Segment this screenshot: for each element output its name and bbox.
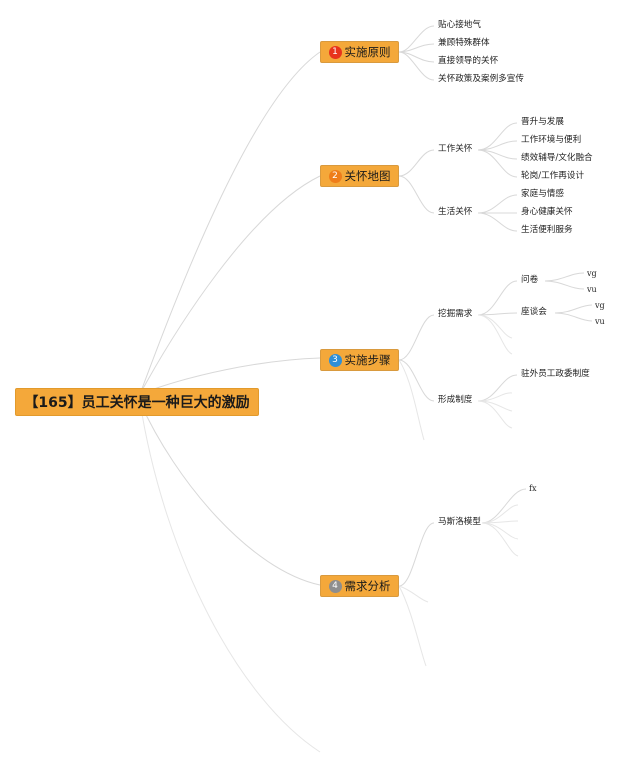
branch-implementation-principles[interactable]: 1 实施原则	[320, 41, 399, 63]
leaf-node[interactable]: 晋升与发展	[521, 117, 564, 127]
leaf-node[interactable]: 兼顾特殊群体	[438, 38, 490, 48]
leaf-node[interactable]: vu	[595, 317, 605, 326]
group-node[interactable]: 形成制度	[438, 395, 473, 405]
leaf-node[interactable]: vg	[587, 269, 597, 278]
group-node[interactable]: 生活关怀	[438, 207, 473, 217]
leaf-node[interactable]: 轮岗/工作再设计	[521, 171, 585, 181]
branch-label: 实施步骤	[344, 353, 391, 367]
leaf-node[interactable]: 家庭与情感	[521, 189, 564, 199]
number-badge-icon: 1	[328, 45, 342, 59]
leaf-node[interactable]: 工作环境与便利	[521, 135, 582, 145]
subgroup-node[interactable]: 问卷	[521, 275, 539, 285]
subgroup-node[interactable]: 座谈会	[521, 307, 547, 317]
leaf-node[interactable]: 关怀政策及案例多宣传	[438, 74, 524, 84]
leaf-node[interactable]: 贴心接地气	[438, 20, 481, 30]
branch-label: 需求分析	[344, 579, 391, 593]
root-topic[interactable]: 【165】员工关怀是一种巨大的激励	[15, 388, 259, 416]
leaf-node[interactable]: 驻外员工政委制度	[521, 369, 590, 379]
leaf-node[interactable]: fx	[529, 484, 537, 493]
branch-implementation-steps[interactable]: 3 实施步骤	[320, 349, 399, 371]
number-badge-icon: 3	[328, 353, 342, 367]
leaf-node[interactable]: 身心健康关怀	[521, 207, 573, 217]
root-topic-title: 【165】员工关怀是一种巨大的激励	[24, 395, 250, 411]
branch-label: 实施原则	[344, 45, 391, 59]
number-badge-icon: 2	[328, 169, 342, 183]
branch-label: 关怀地图	[344, 169, 391, 183]
group-node[interactable]: 挖掘需求	[438, 309, 473, 319]
leaf-node[interactable]: 生活便利服务	[521, 225, 573, 235]
branch-needs-analysis[interactable]: 4 需求分析	[320, 575, 399, 597]
leaf-node[interactable]: 绩效辅导/文化融合	[521, 153, 593, 163]
group-node[interactable]: 马斯洛模型	[438, 517, 481, 527]
leaf-node[interactable]: vg	[595, 301, 605, 310]
number-badge-icon: 4	[328, 579, 342, 593]
leaf-node[interactable]: vu	[587, 285, 597, 294]
group-node[interactable]: 工作关怀	[438, 144, 473, 154]
branch-care-map[interactable]: 2 关怀地图	[320, 165, 399, 187]
leaf-node[interactable]: 直接领导的关怀	[438, 56, 499, 66]
